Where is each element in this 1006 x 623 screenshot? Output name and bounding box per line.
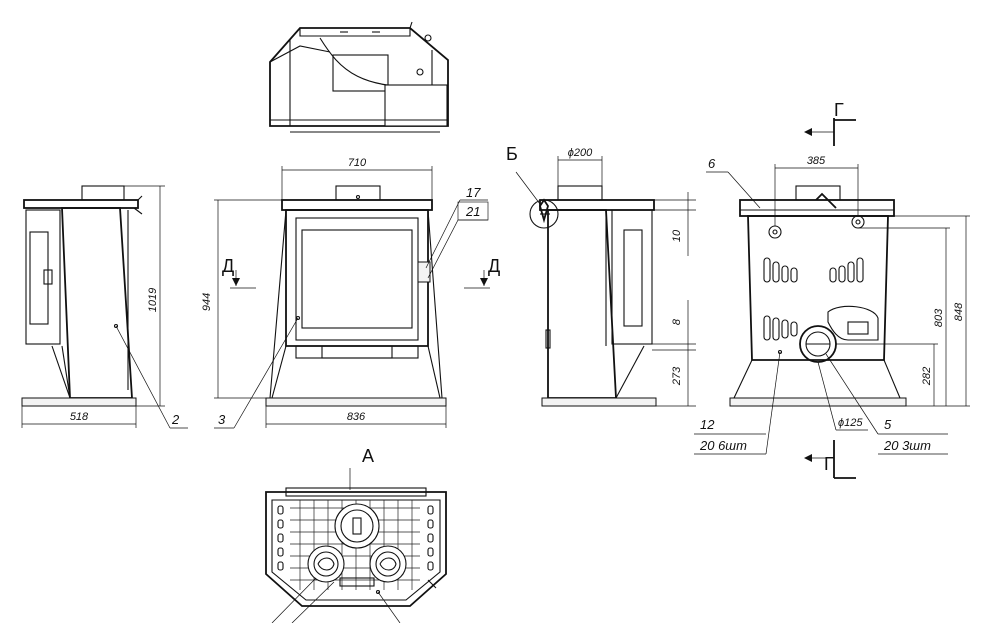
dim-282-label: 282 (921, 367, 933, 386)
section-D-right: Д (464, 256, 500, 289)
dim-848-label: 848 (953, 302, 965, 321)
side-view-right (529, 185, 657, 407)
dim-125-label: ϕ125 (838, 417, 863, 429)
dim-125: ϕ125 (817, 361, 868, 431)
dim-944: 944 (201, 199, 282, 399)
dim-836-label: 836 (347, 411, 366, 423)
section-D-left-label: Д (222, 256, 234, 276)
side-view-left (21, 185, 143, 407)
section-G-top: Г (804, 100, 856, 146)
view-B-label: Б (506, 144, 518, 164)
view-A-label: А (362, 446, 374, 466)
dim-803-848: 803 848 (858, 215, 970, 407)
callout-17-label: 17 (466, 185, 481, 200)
callout-2-label: 2 (171, 412, 180, 427)
section-G-top-label: Г (834, 100, 844, 120)
dim-385: 385 (774, 155, 859, 226)
dim-710: 710 (281, 157, 433, 200)
bottom-side-holes (277, 505, 434, 571)
callout-3: 3 (214, 317, 299, 429)
section-G-bottom-label: Г (824, 454, 834, 474)
callout-2: 2 (115, 325, 188, 429)
callout-20b-label: 20 3шт (883, 438, 931, 453)
dim-8-label: 8 (671, 318, 683, 325)
rear-view (729, 185, 907, 407)
dim-10-label: 10 (671, 229, 683, 242)
callout-3-label: 3 (218, 412, 226, 427)
dim-836: 836 (265, 406, 447, 428)
dim-1019-label: 1019 (147, 288, 159, 312)
dim-944-label: 944 (201, 293, 213, 311)
rear-vents (763, 257, 864, 341)
section-D-right-label: Д (488, 256, 500, 276)
dim-273-label: 273 (671, 366, 683, 386)
top-view (269, 21, 449, 133)
dim-10-8-273: 10 8 273 (652, 192, 696, 407)
dim-1019: 1019 (124, 185, 165, 407)
front-view (265, 185, 447, 407)
callout-5-label: 5 (884, 417, 892, 432)
section-G-bottom: Г (804, 440, 856, 479)
section-D-left: Д (222, 256, 256, 289)
dim-200-label: ϕ200 (568, 147, 593, 159)
dim-200: ϕ200 (557, 147, 603, 186)
dim-518-label: 518 (70, 411, 89, 423)
dim-710-label: 710 (348, 157, 367, 169)
callout-20a-label: 20 6шт (699, 438, 747, 453)
callout-5-20b: 5 20 3шт (825, 353, 948, 455)
callout-6-label: 6 (708, 156, 716, 171)
callout-12-label: 12 (700, 417, 715, 432)
dim-282: 282 (836, 343, 938, 406)
view-B-marker: Б (506, 144, 541, 205)
dim-385-label: 385 (807, 155, 826, 167)
callout-17-21: 17 21 (425, 185, 489, 279)
dim-803-label: 803 (933, 308, 945, 327)
dim-518: 518 (21, 406, 137, 428)
callout-6: 6 (706, 156, 761, 209)
bottom-view: А (265, 446, 447, 623)
callout-21-label: 21 (465, 204, 480, 219)
callout-12-20a: 12 20 6шт (694, 351, 781, 455)
